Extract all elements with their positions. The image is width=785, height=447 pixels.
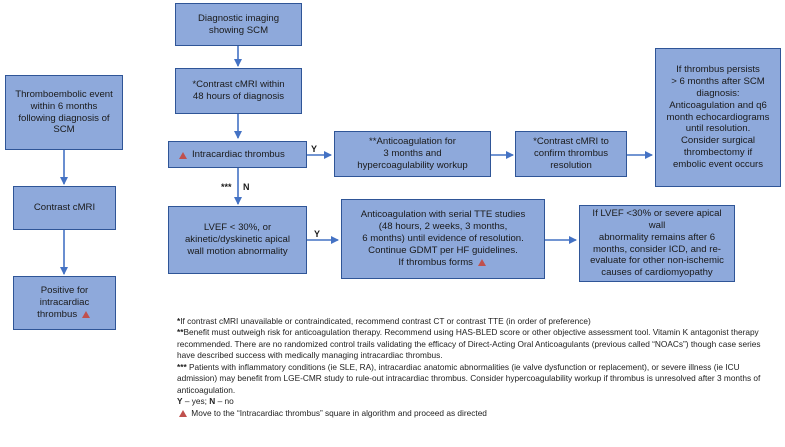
- triangle-icon: [179, 152, 187, 159]
- footnote-legend-yn: Y – yes; N – no: [177, 396, 234, 407]
- box-thrombus-persists: If thrombus persists > 6 months after SC…: [655, 48, 781, 187]
- box-consider-icd: If LVEF <30% or severe apical wall abnor…: [579, 205, 735, 282]
- box-serial-tte: Anticoagulation with serial TTE studies …: [341, 199, 545, 279]
- label-no-stars: ***: [221, 182, 232, 192]
- footnotes: *If contrast cMRI unavailable or contrai…: [177, 316, 777, 419]
- box-confirm-resolution: *Contrast cMRI to confirm thrombus resol…: [515, 131, 627, 177]
- box-contrast-cmri: Contrast cMRI: [13, 186, 116, 230]
- box-diagnostic-imaging: Diagnostic imaging showing SCM: [175, 3, 302, 46]
- label-no: N: [243, 182, 250, 192]
- box-positive-thrombus: Positive for intracardiac thrombus: [13, 276, 116, 330]
- footnote-1: *If contrast cMRI unavailable or contrai…: [177, 316, 591, 326]
- triangle-icon: [179, 409, 187, 417]
- footnote-legend-triangle: Move to the “Intracardiac thrombus” squa…: [177, 408, 777, 419]
- box-contrast-cmri-48h: *Contrast cMRI within 48 hours of diagno…: [175, 68, 302, 114]
- footnote-2: **Benefit must outweigh risk for anticoa…: [177, 327, 761, 361]
- label-yes-lvef: Y: [314, 229, 321, 239]
- box-thromboembolic-event: Thromboembolic event within 6 months fol…: [5, 75, 123, 150]
- box-anticoag-3-months: **Anticoagulation for 3 months and hyper…: [334, 131, 491, 177]
- label-yes-intracardiac: Y: [311, 144, 318, 154]
- triangle-icon: [81, 310, 90, 318]
- box-intracardiac-thrombus: Intracardiac thrombus: [168, 141, 307, 168]
- triangle-icon: [477, 258, 486, 266]
- box-lvef-30: LVEF < 30%, or akinetic/dyskinetic apica…: [168, 206, 307, 274]
- footnote-3: *** Patients with inflammatory condition…: [177, 361, 761, 395]
